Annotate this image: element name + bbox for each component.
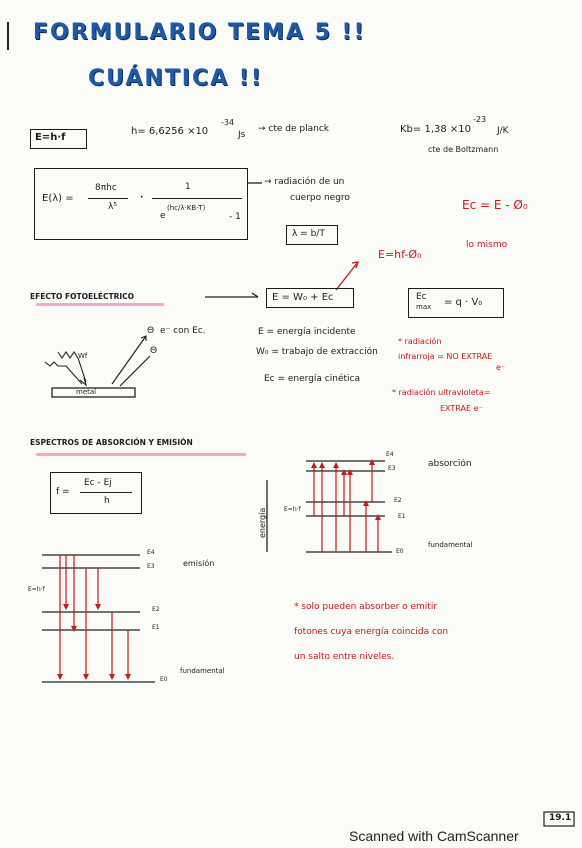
absorption-arrowheads bbox=[311, 459, 381, 520]
electron-path-1 bbox=[111, 335, 147, 385]
spectra-note-1: * solo pueden absorber o emitir bbox=[294, 602, 438, 612]
title-line-2: CUÁNTICA !! bbox=[88, 66, 263, 91]
energy-axis-label: energía bbox=[258, 507, 267, 538]
photon-wave-2 bbox=[44, 361, 83, 385]
red-same: lo mismo bbox=[466, 240, 508, 250]
def-w0: W₀ = trabajo de extracción bbox=[256, 347, 378, 357]
blackbody-den1: λ⁵ bbox=[108, 202, 117, 212]
spectra-highlight bbox=[36, 453, 246, 456]
red-arrow bbox=[335, 261, 359, 291]
red-e-eq: E=hf-Ø₀ bbox=[378, 248, 422, 261]
def-ec: Ec = energía cinética bbox=[264, 374, 360, 384]
kb-exponent: -23 bbox=[473, 115, 487, 124]
f-bar bbox=[80, 492, 132, 493]
ecmax-top: Ec bbox=[416, 292, 427, 302]
ir-line-3: e⁻ bbox=[496, 363, 506, 372]
uv-line-1: * radiación ultravioleta= bbox=[392, 388, 491, 397]
blackbody-den2-tail: - 1 bbox=[229, 212, 241, 222]
theta-2: Θ bbox=[150, 346, 158, 356]
wien-box bbox=[286, 225, 338, 245]
absorption-arrows bbox=[313, 461, 379, 552]
top-e1: E1 bbox=[398, 513, 406, 520]
blackbody-box bbox=[34, 168, 248, 240]
emission-arrowheads bbox=[57, 604, 131, 680]
electron-path-2 bbox=[119, 355, 151, 387]
planck-box bbox=[30, 129, 87, 149]
blackbody-den2-exp: (hc/λ·KB·T) bbox=[167, 204, 206, 212]
top-e4: E4 bbox=[386, 451, 394, 458]
bottom-e2: E2 bbox=[152, 606, 160, 613]
spectra-note-3: un salto entre niveles. bbox=[294, 652, 395, 662]
electron-label: e⁻ con Ec. bbox=[160, 326, 206, 336]
photo-highlight bbox=[36, 303, 164, 306]
blackbody-num1: 8πhc bbox=[95, 183, 117, 193]
f-num: Ec - Ej bbox=[84, 478, 112, 488]
blackbody-lhs: E(λ) = bbox=[42, 193, 74, 204]
ir-line-1: * radiación bbox=[398, 337, 442, 346]
ecmax-box bbox=[408, 288, 504, 318]
fraction-bar-2 bbox=[152, 198, 242, 199]
def-e: E = energía incidente bbox=[258, 327, 356, 337]
metal-label: metal bbox=[76, 388, 97, 396]
title-line-1: FORMULARIO TEMA 5 !! bbox=[33, 20, 366, 45]
f-box bbox=[50, 472, 142, 514]
ir-line-2: infrarroja = NO EXTRAE bbox=[398, 352, 493, 361]
ehf-left: E=h·f bbox=[28, 586, 45, 593]
theta-1: Θ bbox=[147, 326, 155, 336]
blackbody-dot: · bbox=[140, 193, 144, 203]
uv-line-2: EXTRAE e⁻ bbox=[440, 404, 483, 413]
f-lhs: f = bbox=[56, 487, 70, 497]
top-e0: E0 bbox=[396, 548, 404, 555]
bottom-e3: E3 bbox=[147, 563, 155, 570]
fundamental-top: fundamental bbox=[428, 541, 473, 549]
photo-eq-box bbox=[266, 288, 354, 308]
top-e2: E2 bbox=[394, 497, 402, 504]
wien-law: λ = b/T bbox=[292, 229, 325, 239]
h-exponent: -34 bbox=[221, 118, 235, 127]
f-den: h bbox=[104, 496, 110, 506]
emission-arrows bbox=[59, 555, 129, 678]
blackbody-note-2: cuerpo negro bbox=[290, 193, 350, 203]
h-note: → cte de planck bbox=[258, 124, 329, 134]
photon-wave-1 bbox=[57, 351, 87, 383]
metal-plate bbox=[51, 387, 136, 398]
absorption-label: absorción bbox=[428, 459, 472, 469]
top-e3: E3 bbox=[388, 465, 396, 472]
scanner-watermark: Scanned with CamScanner bbox=[349, 828, 519, 844]
h-value: h= 6,6256 ×10 bbox=[131, 126, 209, 137]
ehf-top: E=h·f bbox=[284, 506, 301, 513]
wf-label: Wf bbox=[78, 352, 88, 360]
spectra-heading: ESPECTROS DE ABSORCIÓN Y EMISIÓN bbox=[30, 438, 193, 447]
fundamental-bottom: fundamental bbox=[180, 667, 225, 675]
blackbody-note-1: → radiación de un bbox=[264, 177, 345, 187]
ecmax-sub: max bbox=[416, 303, 432, 311]
kb-unit: J/K bbox=[497, 126, 509, 136]
bottom-e4: E4 bbox=[147, 549, 155, 556]
kb-value: Kb= 1,38 ×10 bbox=[400, 124, 472, 135]
photo-eq: E = W₀ + Ec bbox=[272, 292, 334, 303]
blackbody-num2: 1 bbox=[185, 182, 191, 192]
kb-note: cte de Boltzmann bbox=[428, 145, 499, 154]
ecmax-rhs: = q · V₀ bbox=[444, 297, 483, 308]
planck-equation: E=h·f bbox=[35, 132, 66, 143]
blackbody-den2: e bbox=[160, 211, 166, 221]
h-unit: Js bbox=[238, 130, 246, 140]
red-ec-eq: Ec = E - Ø₀ bbox=[462, 198, 528, 212]
emission-label: emisión bbox=[183, 559, 215, 568]
spectra-note-2: fotones cuya energía coincida con bbox=[294, 627, 449, 637]
page-number: 19.1 bbox=[549, 813, 572, 823]
page-box bbox=[543, 811, 575, 827]
bottom-e0: E0 bbox=[160, 676, 168, 683]
fraction-bar-1 bbox=[88, 198, 128, 199]
bottom-e1: E1 bbox=[152, 624, 160, 631]
photo-heading: EFECTO FOTOELÉCTRICO bbox=[30, 292, 135, 301]
